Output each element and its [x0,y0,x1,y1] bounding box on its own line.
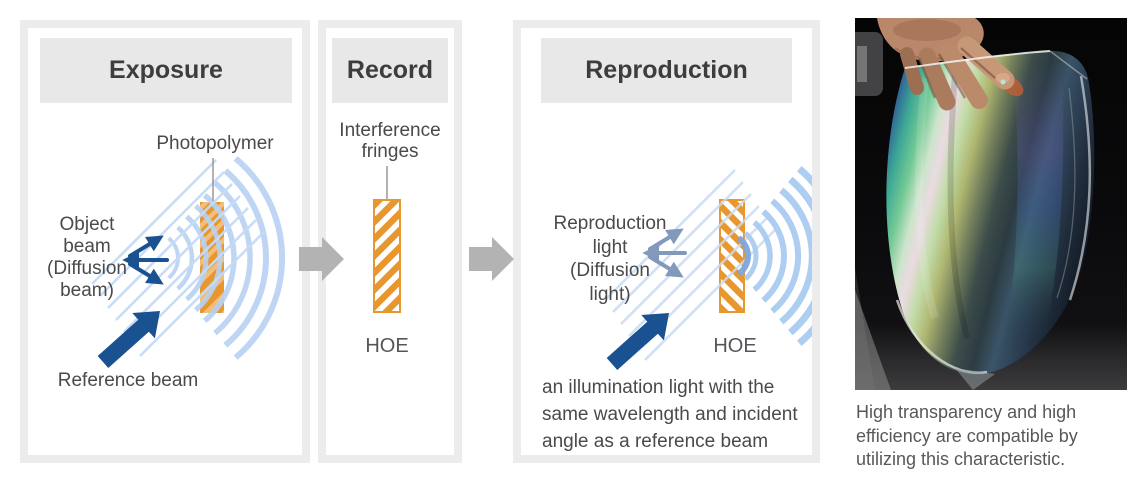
holographic-film [886,50,1095,390]
exposure-title: Exposure [109,56,223,84]
interference-fringes-label: Interference fringes [339,120,441,162]
reproduction-diagram [604,166,812,370]
record-title: Record [346,56,434,84]
hoe-slab-reproduction [719,199,745,313]
photo-caption: High transparency and high efficiency ar… [856,402,1078,469]
record-header: Record [332,38,448,103]
panel-reproduction: Reproduction [513,20,820,463]
reproduction-light-label: Reproduction light (Diffusion light) [553,213,667,305]
record-diagram [373,166,401,313]
hoe-label-record: HOE [365,335,409,357]
diffraction-arcs [736,166,812,346]
reproduction-title: Reproduction [585,56,748,84]
exposure-diagram [91,156,286,368]
object-beam-label: Object beam (Diffusion beam) [47,214,127,301]
reproduction-header: Reproduction [541,38,792,103]
illumination-arrow [606,313,669,370]
hoe-label-reproduction: HOE [713,335,757,357]
hoe-slab [373,199,401,313]
flow-arrow-1-icon [299,237,344,281]
reference-beam-arrow [97,311,160,368]
illumination-note: an illumination light with the same wave… [542,377,798,452]
panel-record: Record Interference fringes HOE [318,20,462,463]
wavefront-arcs [167,156,286,360]
reference-beam-label: Reference beam [57,370,199,391]
flow-arrow-2-icon [469,237,514,281]
photopolymer-label: Photopolymer [156,133,274,154]
reference-wavefront-lines [91,159,265,357]
film-photo [855,18,1127,390]
panel-exposure: Exposure [20,20,310,463]
object-beam-arrows [122,235,169,285]
exposure-header: Exposure [40,38,292,103]
reproduction-light-arrows [642,228,687,278]
